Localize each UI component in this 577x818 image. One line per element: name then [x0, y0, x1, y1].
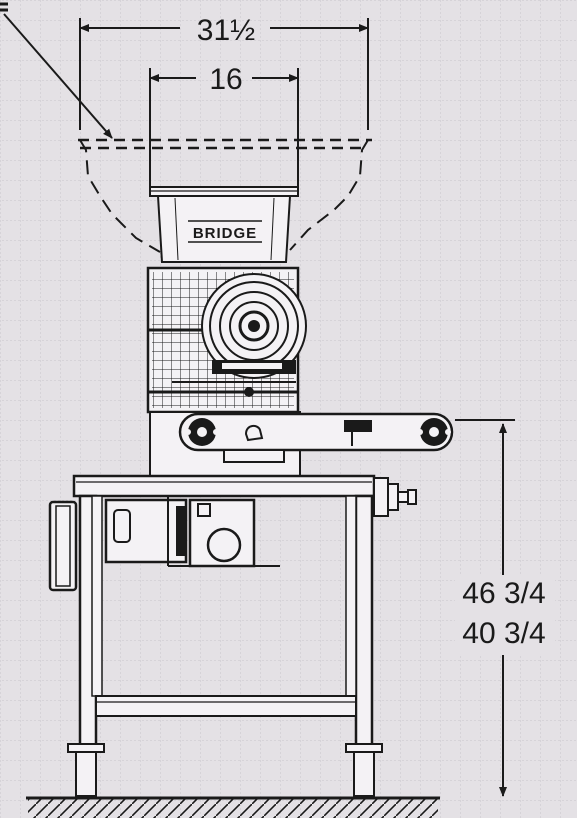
stand-frame: [78, 494, 374, 750]
leader-arrow: [3, 13, 113, 139]
height-min-label: 40 3/4: [462, 617, 545, 650]
overall-width-dimension: [79, 18, 369, 130]
hopper: [149, 186, 299, 263]
floor-line: [26, 796, 440, 818]
height-max-label: 46 3/4: [462, 577, 545, 610]
inner-width-label: 16: [209, 63, 242, 96]
brand-label: BRIDGE: [193, 225, 257, 242]
brand-badge: [188, 220, 262, 243]
hopper-extension-dashed: [78, 138, 372, 253]
height-label-backdrop: [455, 575, 555, 655]
roller-gear: [172, 273, 307, 397]
leveling-feet: [67, 743, 383, 797]
corner-mark: [0, 2, 8, 12]
overall-width-label: 31½: [197, 14, 255, 47]
table-top: [72, 474, 417, 517]
motor-assembly: [48, 496, 280, 592]
conveyor: [149, 411, 454, 477]
inner-width-dimension: [149, 68, 299, 188]
